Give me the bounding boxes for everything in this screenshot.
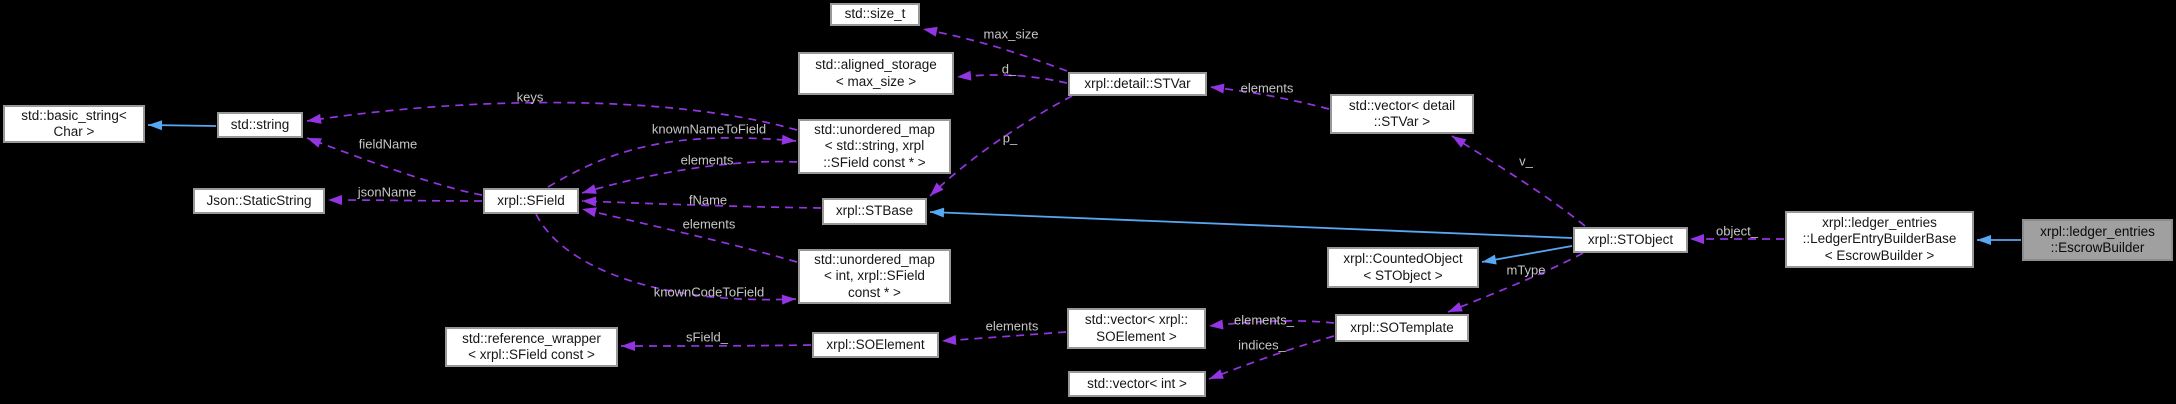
edge-elements-mapint [581, 207, 798, 263]
node-std-string[interactable]: std::string [217, 112, 303, 138]
node-xrpl-countedobject[interactable]: xrpl::CountedObject < STObject > [1327, 247, 1479, 288]
edge-indices [1208, 335, 1335, 380]
node-ledgerentrybuilderbase[interactable]: xrpl::ledger_entries ::LedgerEntryBuilde… [1785, 211, 1974, 268]
edge-fieldname [306, 137, 483, 196]
node-std-vector-soelement[interactable]: std::vector< xrpl:: SOElement > [1067, 308, 1206, 349]
edge-keys [306, 101, 798, 131]
node-std-vector-int[interactable]: std::vector< int > [1068, 371, 1206, 397]
node-std-size-t[interactable]: std::size_t [830, 3, 920, 26]
node-xrpl-stbase[interactable]: xrpl::STBase [822, 198, 927, 225]
edge-elements-sotemplate [1208, 319, 1335, 330]
edge-mtype [1447, 252, 1584, 313]
edge-v [1451, 135, 1586, 227]
node-xrpl-detail-stvar[interactable]: xrpl::detail::STVar [1068, 72, 1207, 96]
node-std-reference-wrapper[interactable]: std::reference_wrapper < xrpl::SField co… [445, 327, 618, 367]
edge-elements-vecstvar [1209, 83, 1330, 110]
edge-d [956, 70, 1068, 84]
node-xrpl-stobject[interactable]: xrpl::STObject [1573, 227, 1688, 253]
node-std-vector-detail-stvar[interactable]: std::vector< detail ::STVar > [1330, 94, 1474, 134]
edge-knowncodetofield [535, 213, 797, 305]
edge-string-basicstring [147, 120, 217, 131]
edge-elements-vecsoelement [941, 331, 1067, 346]
node-xrpl-sotemplate[interactable]: xrpl::SOTemplate [1335, 314, 1469, 342]
node-std-aligned-storage[interactable]: std::aligned_storage < max_size > [798, 52, 954, 95]
edge-knownnametofield [547, 134, 797, 188]
edge-elements-mapstring [581, 160, 798, 194]
edge-p [929, 95, 1073, 197]
node-xrpl-sfield[interactable]: xrpl::SField [483, 188, 579, 214]
node-std-basic-string[interactable]: std::basic_string< Char > [3, 105, 145, 143]
node-unordered-map-string-sfield[interactable]: std::unordered_map < std::string, xrpl :… [798, 119, 951, 174]
node-escrowbuilder-current[interactable]: xrpl::ledger_entries ::EscrowBuilder [2022, 219, 2173, 261]
edge-stobject-stbase [929, 207, 1573, 239]
edge-maxsize [922, 26, 1068, 72]
node-unordered-map-int-sfield[interactable]: std::unordered_map < int, xrpl::SField c… [798, 249, 951, 304]
edge-fname [581, 196, 822, 209]
edge-sfield [620, 340, 812, 351]
node-xrpl-soelement[interactable]: xrpl::SOElement [812, 332, 939, 358]
node-json-staticstring[interactable]: Json::StaticString [193, 188, 325, 214]
edge-stobject-countedobject [1481, 245, 1573, 265]
edge-jsonname [327, 195, 483, 206]
